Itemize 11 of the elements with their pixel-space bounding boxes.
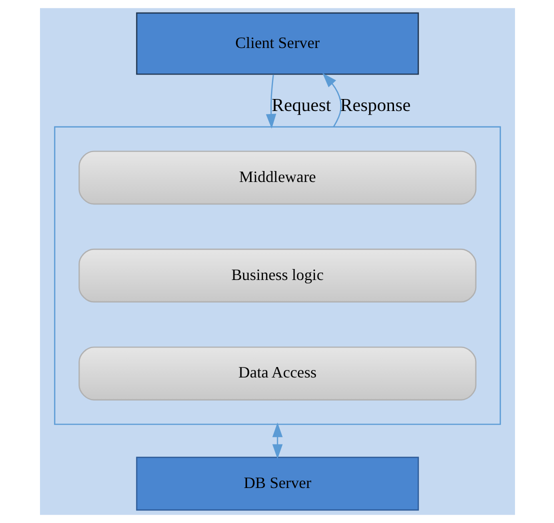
arrow (272, 422, 282, 459)
arrow (322, 72, 342, 128)
node-box: Data Access (78, 346, 476, 400)
node-box: Middleware (78, 150, 476, 205)
node-box: Business logic (78, 248, 476, 303)
node-box: DB Server (136, 456, 418, 511)
edge-label: Response (340, 94, 410, 115)
edge-label: Request (271, 94, 330, 115)
cluster (54, 126, 500, 425)
arrow (265, 74, 276, 129)
node-box: Client Server (136, 12, 418, 75)
